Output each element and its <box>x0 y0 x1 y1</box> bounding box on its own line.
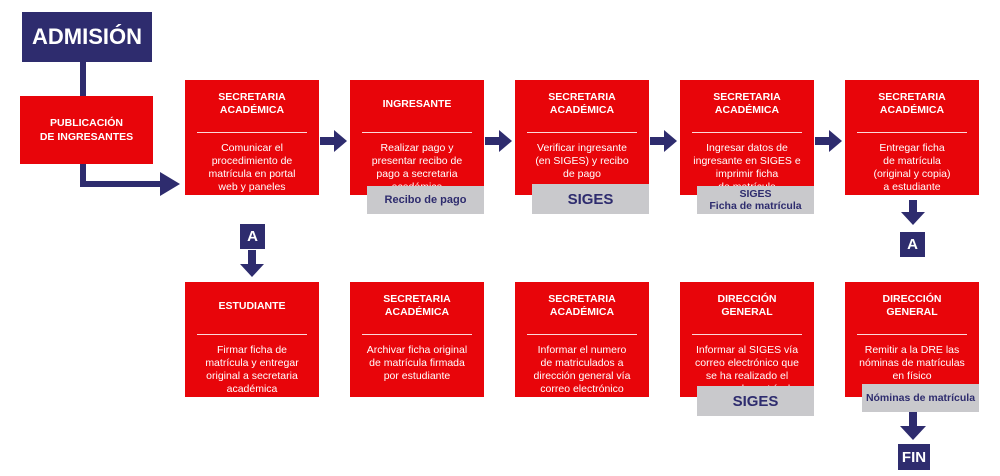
row1-arrow-2 <box>485 130 512 152</box>
step-description: Remitir a la DRE las nóminas de matrícul… <box>859 344 965 382</box>
step-divider <box>197 334 307 335</box>
publication-box: PUBLICACIÓN DE INGRESANTES <box>20 96 153 164</box>
step-description: Informar el numero de matriculados a dir… <box>533 344 631 395</box>
document-tag-recibo: Recibo de pago <box>367 186 484 214</box>
publication-arrow-head <box>160 172 180 196</box>
connector-a-left: A <box>240 224 265 249</box>
end-marker: FIN <box>898 444 930 470</box>
step-role: DIRECCIÓN GENERAL <box>717 293 777 318</box>
step-description: Archivar ficha original de matrícula fir… <box>366 344 468 382</box>
row1-step-1: SECRETARIA ACADÉMICA Comunicar el proced… <box>185 80 319 195</box>
step-description: Verificar ingresante (en SIGES) y recibo… <box>535 142 629 180</box>
down-arrow-from-a-left <box>240 250 264 277</box>
publication-connector-down <box>80 164 86 187</box>
step-role: SECRETARIA ACADÉMICA <box>383 293 451 318</box>
step-divider <box>362 132 472 133</box>
publication-connector-right <box>80 181 160 187</box>
row1-arrow-3 <box>650 130 677 152</box>
step-role: SECRETARIA ACADÉMICA <box>878 91 946 116</box>
publication-label: PUBLICACIÓN DE INGRESANTES <box>39 117 134 143</box>
row2-step-1: ESTUDIANTE Firmar ficha de matrícula y e… <box>185 282 319 397</box>
step-description: Comunicar el procedimiento de matrícula … <box>208 142 296 193</box>
step-divider <box>527 334 637 335</box>
row1-step-4: SECRETARIA ACADÉMICA Ingresar datos de i… <box>680 80 814 195</box>
row1-arrow-4 <box>815 130 842 152</box>
row1-step-5: SECRETARIA ACADÉMICA Entregar ficha de m… <box>845 80 979 195</box>
step-description: Entregar ficha de matrícula (original y … <box>873 142 951 193</box>
down-arrow-to-fin <box>900 412 926 440</box>
document-tag-siges-row2: SIGES <box>697 386 814 416</box>
connector-a-right: A <box>900 232 925 257</box>
row2-step-5: DIRECCIÓN GENERAL Remitir a la DRE las n… <box>845 282 979 397</box>
document-tag-siges-ficha: SIGES Ficha de matrícula <box>697 186 814 214</box>
row2-step-3: SECRETARIA ACADÉMICA Informar el numero … <box>515 282 649 397</box>
step-role: INGRESANTE <box>382 97 452 110</box>
step-divider <box>197 132 307 133</box>
step-role: SECRETARIA ACADÉMICA <box>713 91 781 116</box>
step-divider <box>857 334 967 335</box>
row1-step-2: INGRESANTE Realizar pago y presentar rec… <box>350 80 484 195</box>
step-role: SECRETARIA ACADÉMICA <box>548 293 616 318</box>
step-divider <box>527 132 637 133</box>
row2-step-2: SECRETARIA ACADÉMICA Archivar ficha orig… <box>350 282 484 397</box>
step-divider <box>362 334 472 335</box>
step-description: Firmar ficha de matrícula y entregar ori… <box>205 344 299 395</box>
row2-step-4: DIRECCIÓN GENERAL Informar al SIGES vía … <box>680 282 814 397</box>
step-role: SECRETARIA ACADÉMICA <box>218 91 286 116</box>
admision-connector-line <box>80 62 86 96</box>
step-divider <box>857 132 967 133</box>
step-role: ESTUDIANTE <box>218 299 286 312</box>
row1-step-3: SECRETARIA ACADÉMICA Verificar ingresant… <box>515 80 649 195</box>
row1-arrow-1 <box>320 130 347 152</box>
step-role: DIRECCIÓN GENERAL <box>882 293 942 318</box>
step-divider <box>692 132 802 133</box>
document-tag-nominas: Nóminas de matrícula <box>862 384 979 412</box>
down-arrow-to-a-right <box>901 200 925 225</box>
document-tag-siges: SIGES <box>532 184 649 214</box>
step-role: SECRETARIA ACADÉMICA <box>548 91 616 116</box>
admision-title: ADMISIÓN <box>22 12 152 62</box>
step-divider <box>692 334 802 335</box>
